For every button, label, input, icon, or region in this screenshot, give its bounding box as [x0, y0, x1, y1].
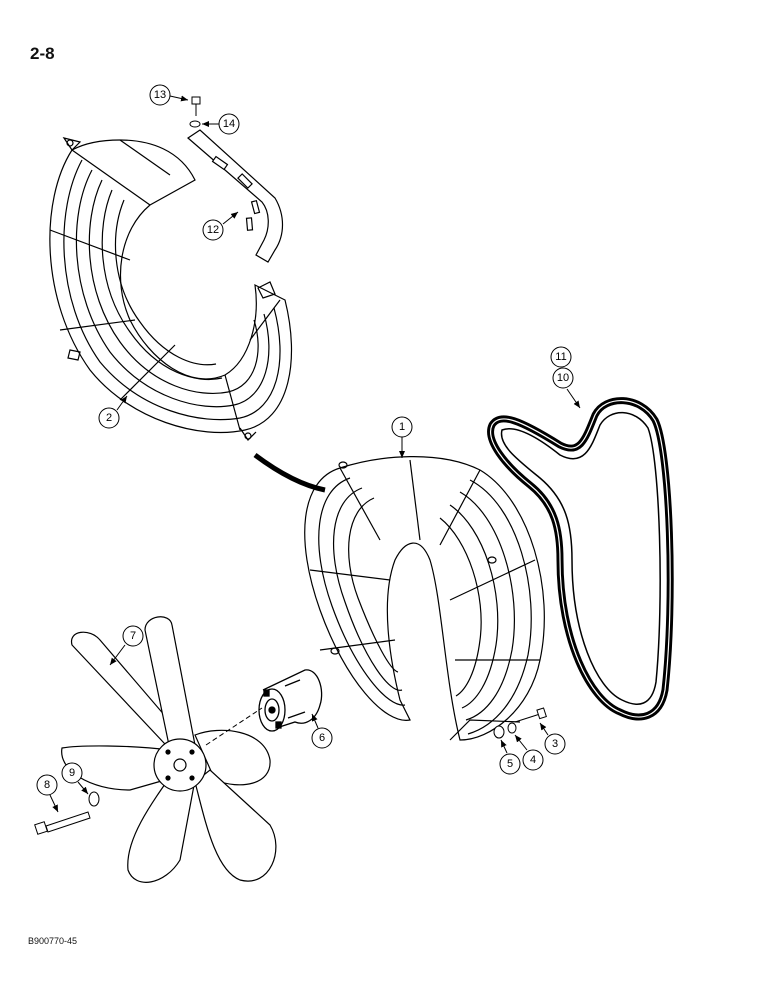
guard-connection-line	[253, 452, 326, 493]
callout-5-label: 5	[507, 758, 513, 770]
callout-1: 1	[391, 416, 413, 458]
callout-4: 4	[514, 734, 544, 771]
bolt-8-part	[34, 811, 91, 835]
callout-14: 14	[202, 113, 240, 135]
callout-5: 5	[499, 739, 521, 775]
guard-bracket	[187, 129, 284, 263]
fan-spacer	[258, 669, 323, 732]
fan-spacer-dash	[205, 707, 263, 746]
cooling-fan	[61, 616, 277, 883]
callout-11-label: 11	[555, 351, 566, 363]
callout-3-label: 3	[552, 738, 558, 750]
callout-13: 13	[149, 84, 189, 106]
callout-6: 6	[311, 713, 333, 749]
callout-14-label: 14	[223, 118, 235, 130]
callout-3: 3	[539, 722, 566, 755]
callout-2: 2	[98, 395, 128, 429]
fan-guard-left	[49, 137, 293, 441]
callout-12-label: 12	[207, 224, 219, 236]
callout-6-label: 6	[319, 732, 325, 744]
callout-9: 9	[61, 762, 89, 795]
washer-5-part	[493, 725, 505, 739]
callout-8: 8	[36, 774, 59, 813]
bolt-13-part	[191, 96, 201, 116]
callout-7-label: 7	[130, 630, 136, 642]
page-number: 2-8	[30, 44, 55, 63]
bolt-3-part	[514, 707, 547, 723]
callout-2-label: 2	[106, 412, 112, 424]
washer-14-part	[189, 120, 201, 128]
callout-4-label: 4	[530, 754, 536, 766]
callout-1-label: 1	[399, 421, 405, 433]
washer-9-part	[88, 791, 100, 807]
callout-10: 10	[552, 367, 581, 409]
callout-11: 11	[550, 346, 572, 368]
fan-guard-right	[304, 456, 545, 741]
callout-8-label: 8	[44, 779, 50, 791]
callout-10-label: 10	[557, 372, 569, 384]
drive-belt	[487, 397, 674, 721]
callout-13-label: 13	[154, 89, 166, 101]
callout-7: 7	[109, 625, 144, 666]
washer-4-part	[507, 722, 517, 734]
figure-id: B900770-45	[28, 936, 78, 946]
callout-12: 12	[202, 211, 239, 241]
callout-9-label: 9	[69, 767, 75, 779]
